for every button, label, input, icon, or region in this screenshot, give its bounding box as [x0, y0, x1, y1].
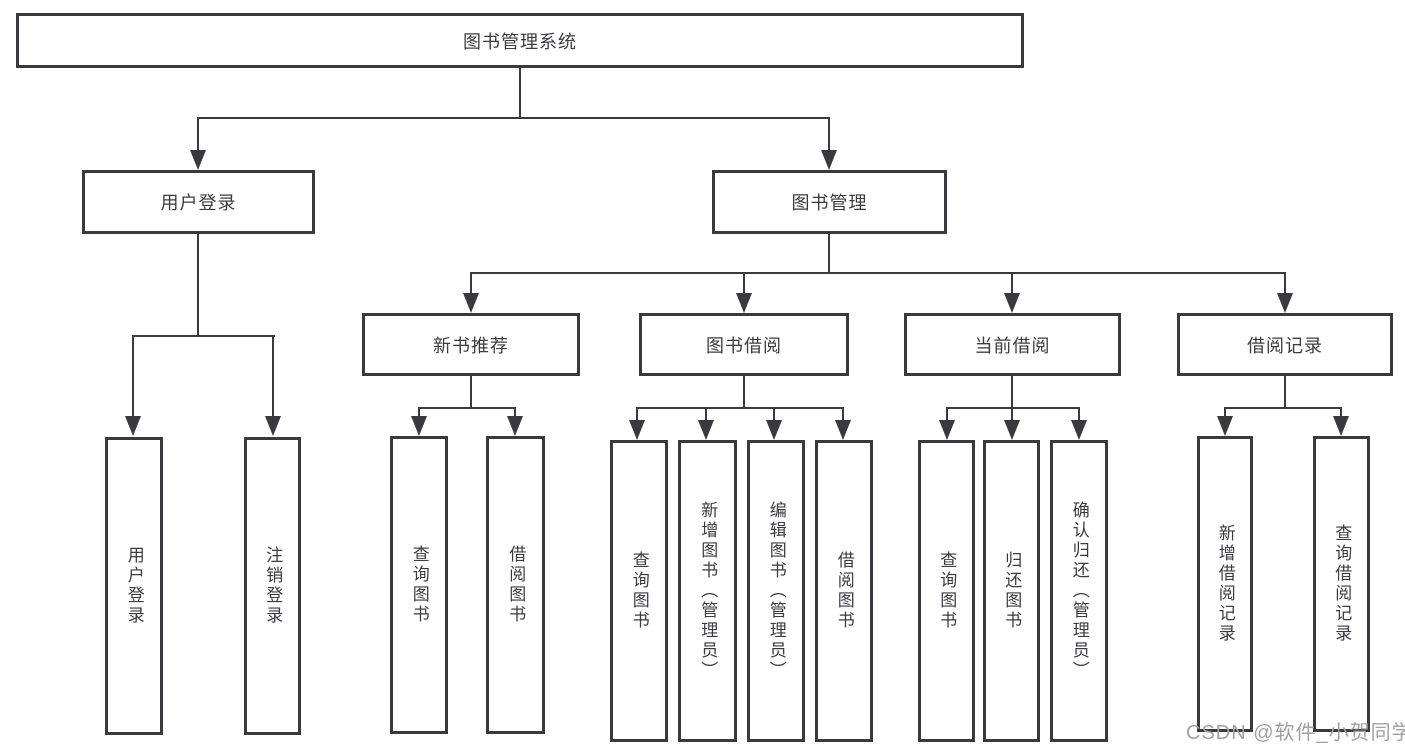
- node-root: 图书管理系统: [16, 13, 1024, 68]
- connector-userlogin-drop-1: [132, 335, 134, 417]
- connector-borrow-drop-4: [842, 407, 844, 420]
- arrow-down-icon: [1071, 420, 1087, 440]
- arrow-down-icon: [507, 416, 523, 436]
- connector-recommend-stub: [470, 376, 472, 408]
- arrow-down-icon: [1277, 293, 1293, 313]
- connector-borrow-drop-2: [705, 407, 707, 420]
- arrow-down-icon: [698, 420, 714, 440]
- node-leaf-add-borrow-record: 新增借阅记录: [1197, 436, 1253, 732]
- node-leaf-edit-book-admin: 编辑图书（管理员）: [747, 440, 805, 742]
- node-book-management: 图书管理: [712, 170, 947, 234]
- node-leaf-query-books-2: 查询图书: [610, 440, 668, 742]
- arrow-down-icon: [766, 420, 782, 440]
- connector-root-drop-left: [197, 117, 199, 151]
- node-book-borrow: 图书借阅: [639, 313, 849, 376]
- connector-bookmgmt-drop-1: [470, 272, 472, 293]
- node-leaf-query-books-3: 查询图书: [918, 440, 975, 742]
- node-leaf-user-login: 用户登录: [105, 437, 163, 735]
- arrow-down-icon: [736, 293, 752, 313]
- connector-bookmgmt-stub: [828, 234, 830, 273]
- arrow-down-icon: [1004, 293, 1020, 313]
- connector-bookmgmt-bar: [470, 272, 1286, 274]
- node-leaf-query-books-1: 查询图书: [390, 436, 448, 734]
- arrow-down-icon: [1004, 420, 1020, 440]
- connector-bookmgmt-drop-3: [1011, 272, 1013, 293]
- arrow-down-icon: [1217, 416, 1233, 436]
- connector-root-drop-right: [828, 117, 830, 151]
- watermark-text: CSDN @软件_小贺同学: [1186, 722, 1405, 744]
- connector-bookmgmt-drop-4: [1284, 272, 1286, 293]
- connector-current-drop-2: [1011, 407, 1013, 420]
- connector-current-stub: [1011, 376, 1013, 408]
- connector-borrow-bar: [636, 407, 844, 409]
- connector-borrow-stub: [743, 376, 745, 408]
- arrow-down-icon: [821, 150, 837, 170]
- connector-records-drop-1: [1224, 407, 1226, 417]
- arrow-down-icon: [939, 420, 955, 440]
- connector-userlogin-stub: [197, 234, 199, 336]
- connector-bookmgmt-drop-2: [743, 272, 745, 293]
- arrow-down-icon: [411, 416, 427, 436]
- node-leaf-confirm-return-admin: 确认归还（管理员）: [1050, 440, 1108, 742]
- node-leaf-add-book-admin: 新增图书（管理员）: [678, 440, 737, 742]
- node-current-borrow: 当前借阅: [904, 313, 1121, 376]
- arrow-down-icon: [125, 416, 141, 436]
- connector-userlogin-bar: [132, 335, 275, 337]
- node-user-login: 用户登录: [82, 170, 315, 234]
- connector-records-stub: [1284, 376, 1286, 408]
- connector-records-bar: [1224, 407, 1342, 409]
- node-leaf-return-book: 归还图书: [983, 440, 1040, 742]
- arrow-down-icon: [463, 293, 479, 313]
- connector-userlogin-drop-2: [272, 335, 274, 417]
- arrow-down-icon: [1333, 416, 1349, 436]
- connector-current-drop-1: [946, 407, 948, 420]
- connector-recommend-drop-1: [418, 407, 420, 417]
- connector-recommend-bar: [418, 407, 516, 409]
- arrow-down-icon: [629, 420, 645, 440]
- connector-recommend-drop-2: [514, 407, 516, 417]
- connector-current-bar: [946, 407, 1080, 409]
- node-new-book-recommend: 新书推荐: [362, 313, 580, 376]
- connector-current-drop-3: [1078, 407, 1080, 420]
- connector-records-drop-2: [1340, 407, 1342, 417]
- connector-root-bar: [197, 117, 830, 119]
- arrow-down-icon: [265, 416, 281, 436]
- node-leaf-borrow-books-2: 借阅图书: [815, 440, 873, 742]
- node-leaf-borrow-books-1: 借阅图书: [486, 436, 545, 734]
- connector-borrow-drop-3: [773, 407, 775, 420]
- node-borrow-records: 借阅记录: [1177, 313, 1393, 376]
- connector-root-stub: [519, 68, 521, 118]
- node-leaf-logout: 注销登录: [244, 437, 301, 735]
- node-leaf-query-borrow-record: 查询借阅记录: [1313, 436, 1370, 732]
- connector-borrow-drop-1: [636, 407, 638, 420]
- arrow-down-icon: [835, 420, 851, 440]
- arrow-down-icon: [190, 150, 206, 170]
